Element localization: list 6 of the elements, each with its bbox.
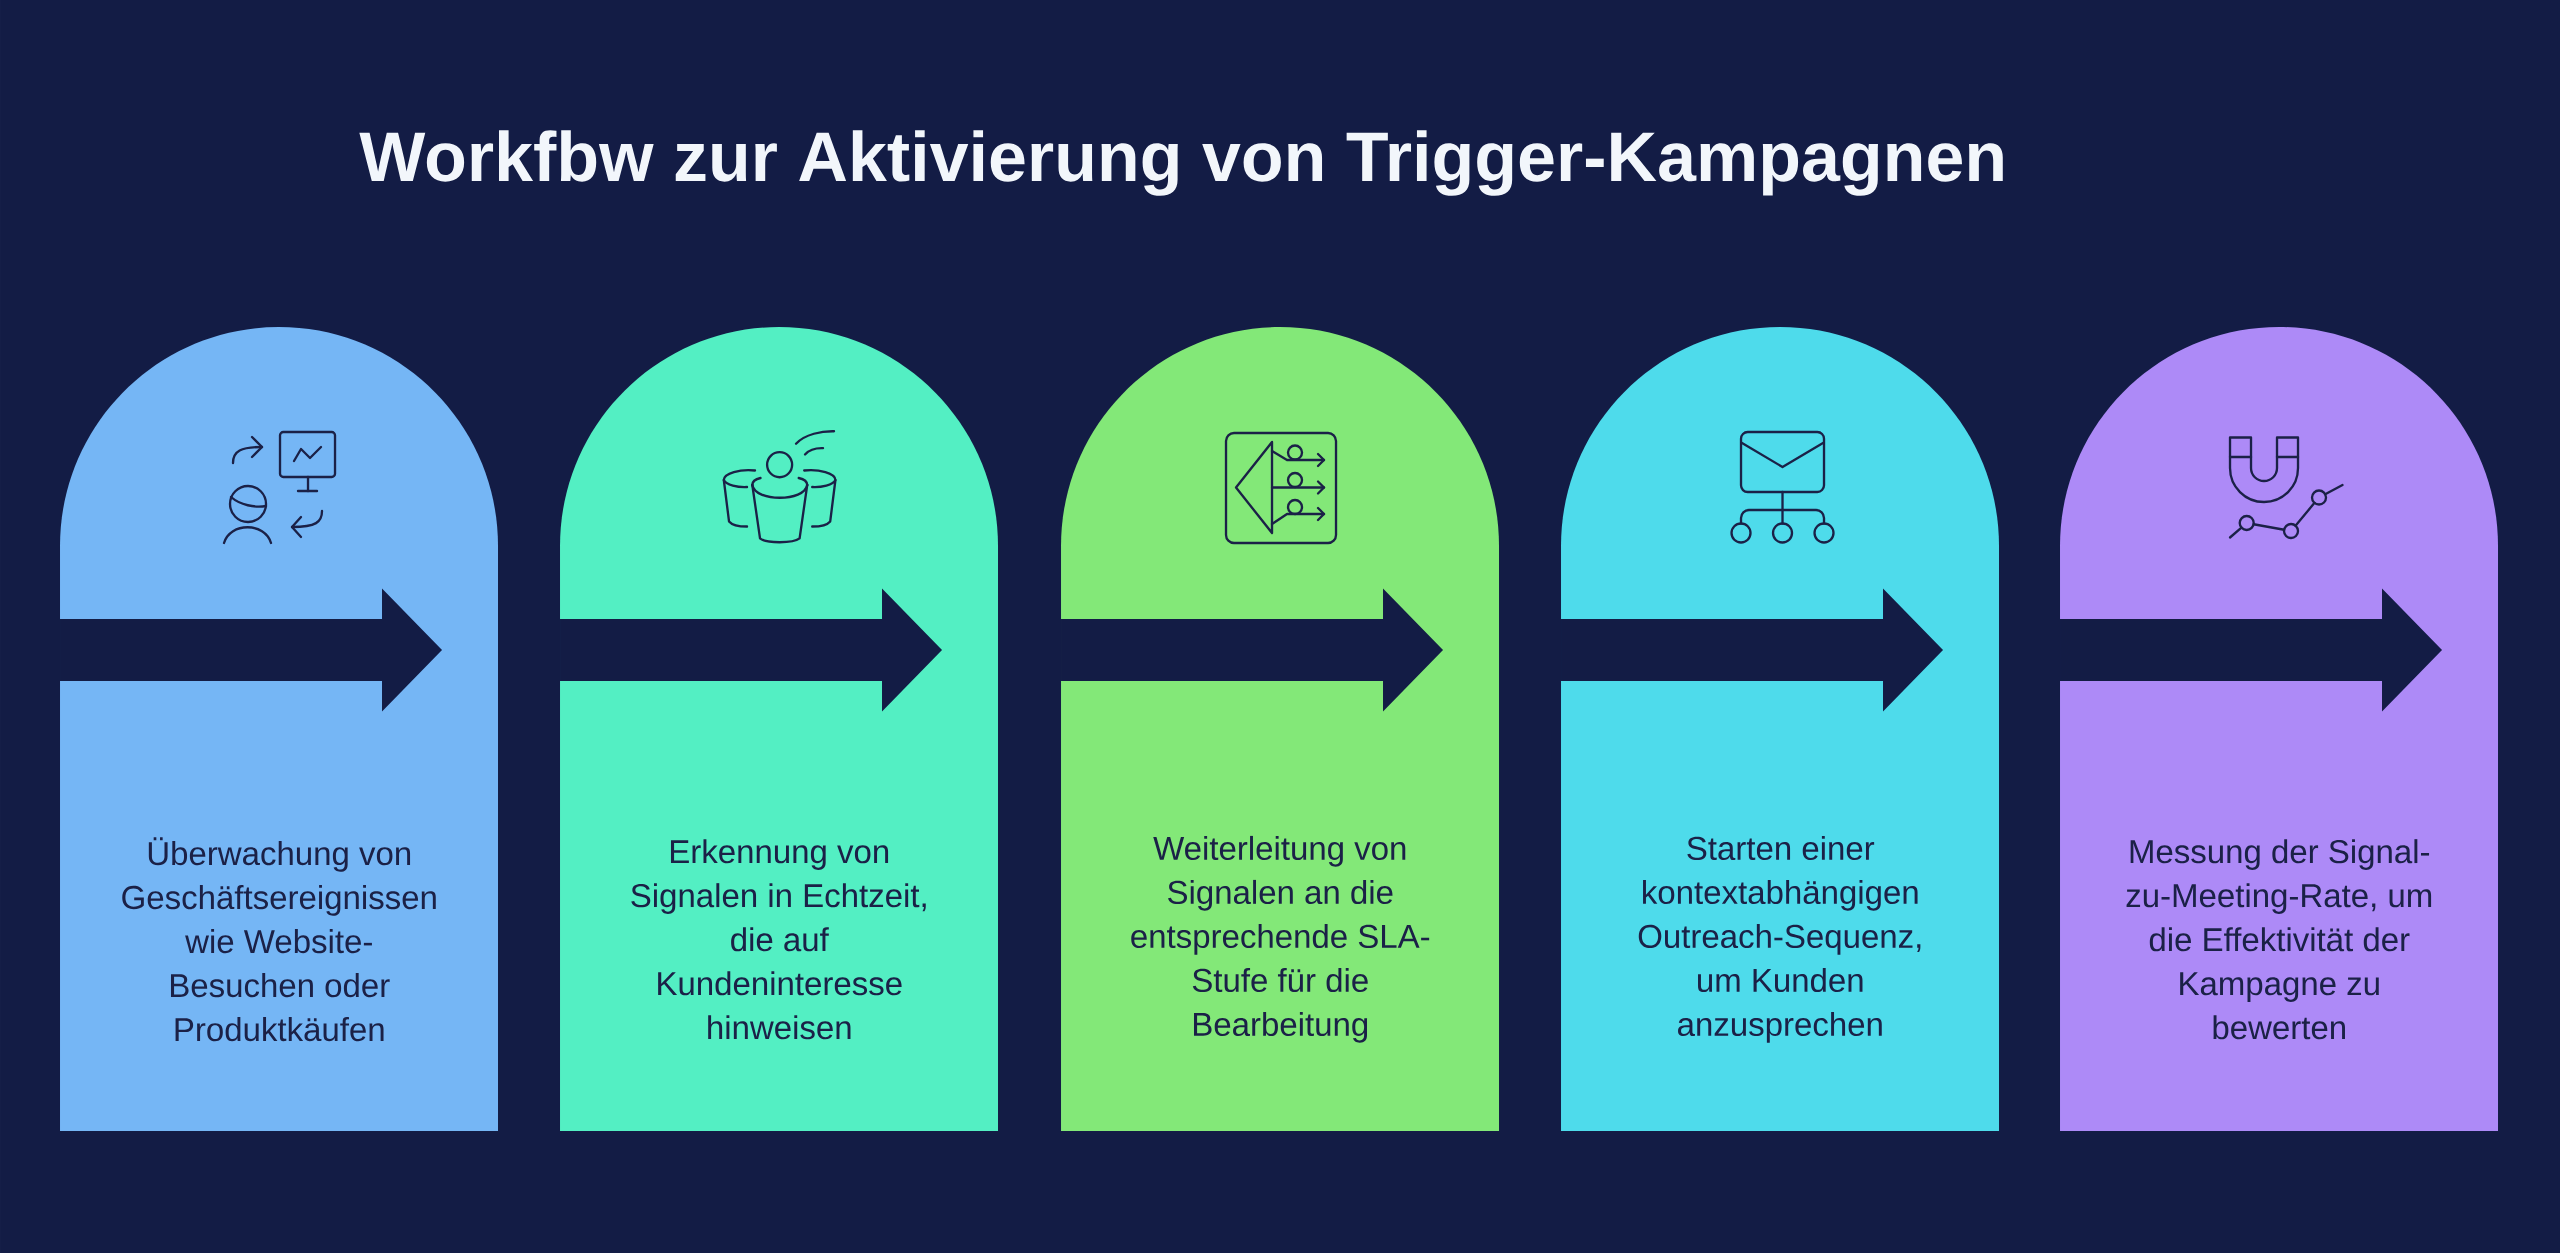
step-text: Starten einer kontextabhängigen Outreach-Sequenz, um Kunden anzusprechen bbox=[1638, 835, 1921, 1043]
step-text: Überwachung von Geschäftsereignissen wie Website-Besuchen oder Produktkäufen bbox=[122, 837, 436, 1042]
title: Workfbw zur Aktivierung von Trigger-Kampagnen bbox=[359, 130, 2003, 196]
step-text: Erkennung von Signalen in Echtzeit, die auf Kundeninteresse hinweisen bbox=[631, 839, 926, 1040]
step-text: Weiterleitung von Signalen an die entsprechende SLA-Stufe für die Bearbeitung bbox=[1131, 835, 1430, 1043]
step-text: Messung der Signal-zu-Meeting-Rate, um die Effektivität der Kampagne zu bewerten bbox=[2126, 839, 2432, 1040]
